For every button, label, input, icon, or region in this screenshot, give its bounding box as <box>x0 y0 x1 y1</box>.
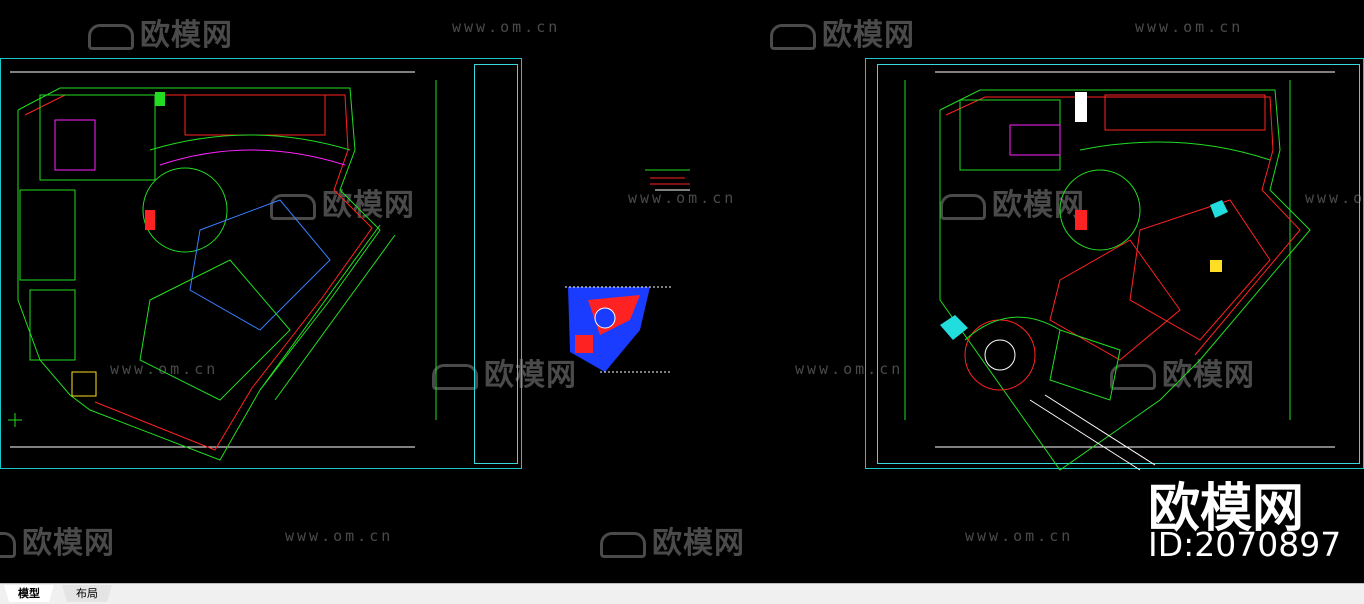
tab-model[interactable]: 模型 <box>4 585 54 602</box>
watermark-url: www.om.cn <box>1305 189 1364 207</box>
watermark-logo: 欧模网 <box>600 518 745 562</box>
middle-mini-plan <box>565 169 690 373</box>
sofa-icon <box>770 23 816 50</box>
watermark-logo: 欧模网 <box>432 350 577 394</box>
watermark-url: www.om.cn <box>452 18 561 36</box>
watermark-url: www.om.cn <box>285 527 394 545</box>
watermark-logo: 欧模网 <box>770 10 915 54</box>
watermark-logo: 欧模网 <box>0 518 115 562</box>
watermark-logo: 欧模网 <box>88 10 233 54</box>
sofa-icon <box>1110 363 1156 390</box>
watermark-logo: 欧模网 <box>1110 350 1255 394</box>
sofa-icon <box>270 193 316 220</box>
sofa-icon <box>940 193 986 220</box>
watermark-logo: 欧模网 <box>940 180 1085 224</box>
cad-model-space[interactable]: 欧模网 www.om.cn 欧模网 www.om.cn 欧模网 www.om.c… <box>0 0 1364 583</box>
right-inner-frame <box>877 64 1360 464</box>
sofa-icon <box>0 531 16 558</box>
right-floor-plan <box>904 71 1335 471</box>
left-drawing-sheet[interactable] <box>0 58 522 469</box>
watermark-url: www.om.cn <box>628 189 737 207</box>
sofa-icon <box>600 531 646 558</box>
layout-tab-bar: 模型 布局 <box>0 583 1364 604</box>
floor-plan-drawings <box>8 71 1335 471</box>
watermark-url: www.om.cn <box>795 360 904 378</box>
brand-title: 欧模网 <box>1148 479 1305 539</box>
watermark-url: www.om.cn <box>110 360 219 378</box>
watermark-url: www.om.cn <box>965 527 1074 545</box>
left-floor-plan <box>8 71 437 461</box>
watermark-url: www.om.cn <box>1135 18 1244 36</box>
tab-layout[interactable]: 布局 <box>62 585 112 602</box>
left-title-block <box>474 64 518 464</box>
brand-id: ID:2070897 <box>1148 525 1342 564</box>
sofa-icon <box>432 363 478 390</box>
sofa-icon <box>88 23 134 50</box>
